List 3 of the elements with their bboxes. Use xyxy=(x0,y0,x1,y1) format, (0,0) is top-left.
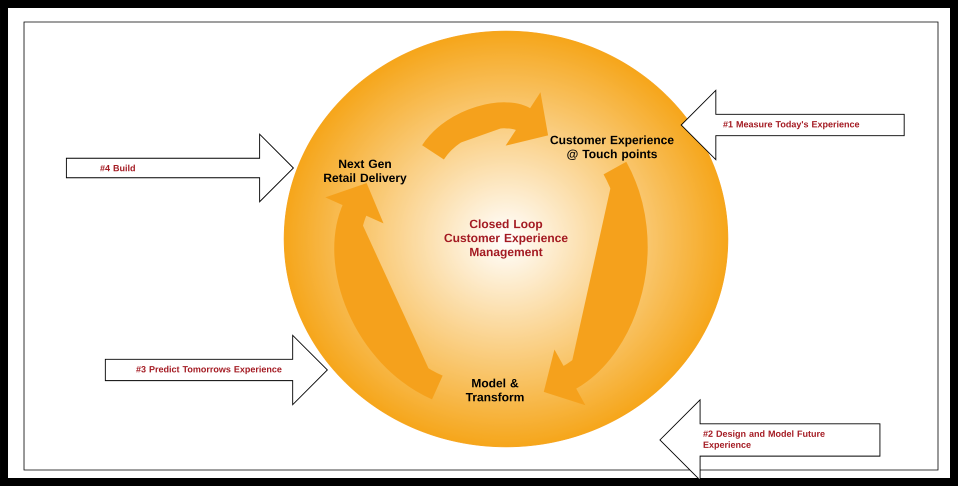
stage-label: Next Gen Retail Delivery xyxy=(324,160,407,184)
stage-label: Model & Transform xyxy=(466,378,524,402)
stage-label: Customer Experience @ Touch points xyxy=(550,135,674,161)
